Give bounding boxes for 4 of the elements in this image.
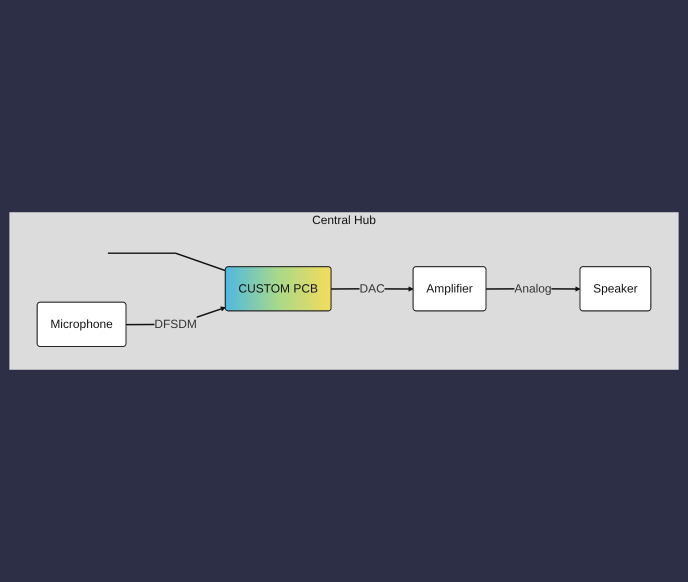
edge-label: DFSDM: [154, 318, 197, 331]
edge-label: Analog: [514, 282, 552, 296]
connector: [108, 252, 226, 272]
edge-label: DAC: [359, 282, 385, 296]
